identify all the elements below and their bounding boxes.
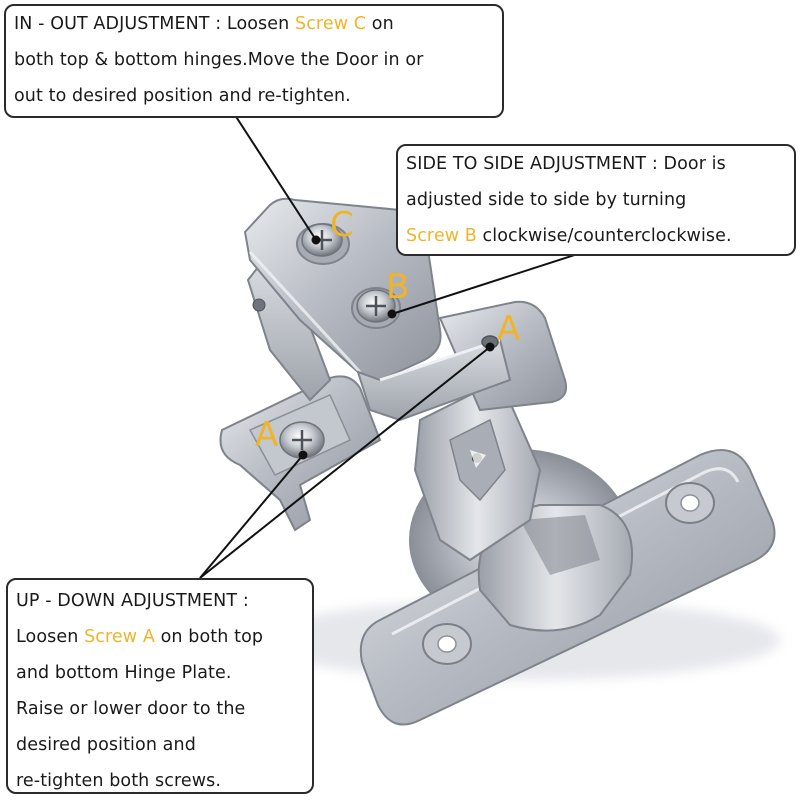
callout-up-down-adjustment: UP - DOWN ADJUSTMENT : Loosen Screw A on…	[6, 578, 314, 794]
callout-line: Screw B clockwise/counterclockwise.	[406, 218, 786, 254]
callout-line: out to desired position and re-tighten.	[14, 86, 351, 106]
callout-line: desired position and	[16, 735, 196, 755]
callout-text: on	[366, 14, 394, 34]
callout-line: re-tighten both screws.	[16, 771, 222, 791]
callout-line: SIDE TO SIDE ADJUSTMENT : Door is	[406, 154, 726, 174]
callout-text: clockwise/counterclockwise.	[476, 226, 732, 246]
label-screw-c: C	[330, 205, 354, 245]
callout-line: and bottom Hinge Plate.	[16, 663, 232, 683]
screw-a-highlight: Screw A	[84, 627, 155, 647]
callout-line: UP - DOWN ADJUSTMENT :	[16, 591, 249, 611]
screw-c-highlight: Screw C	[295, 14, 367, 34]
leader-lines	[199, 111, 591, 579]
label-screw-b: B	[386, 267, 410, 307]
callout-line: Raise or lower door to the	[16, 699, 246, 719]
callout-title: IN - OUT ADJUSTMENT : Loosen	[14, 14, 295, 34]
label-screw-a-right: A	[497, 309, 521, 349]
screw-b-highlight: Screw B	[406, 226, 477, 246]
callout-line: adjusted side to side by turning	[406, 190, 687, 210]
callout-line: Loosen Screw A on both top	[16, 619, 304, 655]
callout-text: on both top	[154, 627, 264, 647]
label-screw-a-left: A	[255, 415, 279, 455]
callout-side-to-side-adjustment: SIDE TO SIDE ADJUSTMENT : Door is adjust…	[396, 144, 796, 256]
callout-in-out-adjustment: IN - OUT ADJUSTMENT : Loosen Screw C on …	[4, 4, 504, 118]
callout-line: IN - OUT ADJUSTMENT : Loosen Screw C on	[14, 6, 494, 42]
callout-text: Loosen	[16, 627, 85, 647]
callout-line: both top & bottom hinges.Move the Door i…	[14, 50, 424, 70]
